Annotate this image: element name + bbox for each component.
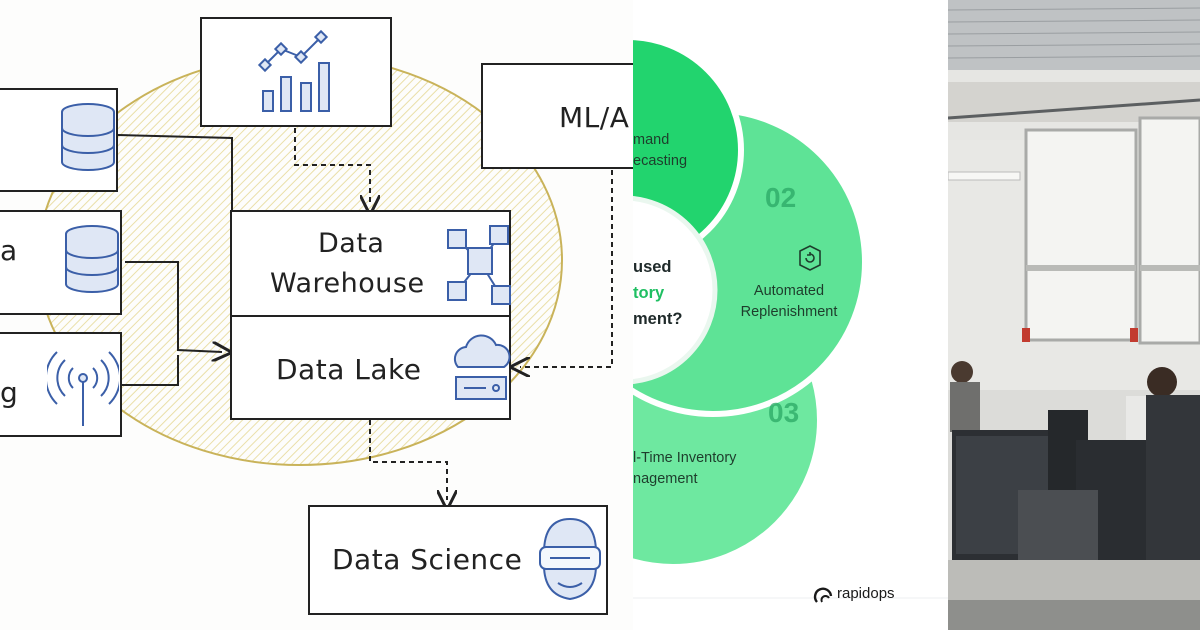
inventory-infographic: mand ecasting 02 Automated Replenishment… (633, 0, 948, 630)
source-box-2: a (0, 210, 122, 315)
source-label-2: a (0, 234, 18, 267)
petal-3-text: l-Time Inventory nagement (633, 450, 737, 487)
warehouse-label-line2: Warehouse (270, 268, 425, 299)
source-label-3: g (0, 376, 19, 409)
antenna-icon (47, 351, 119, 426)
data-lake-label: Data Lake (276, 353, 422, 386)
data-architecture-diagram: a g (0, 17, 633, 615)
vr-headset-person-icon (539, 517, 601, 601)
petal-graphic (633, 34, 948, 599)
data-science-box: Data Science (308, 505, 608, 615)
cubes-icon (447, 225, 511, 305)
rapidops-logo-icon (813, 587, 833, 603)
bi-box (200, 17, 392, 127)
ml-box: ML/A (481, 63, 633, 169)
computer-lab-photo-illustration (948, 0, 1200, 630)
petal-3-number: 03 (768, 397, 800, 428)
source-box-3: g (0, 332, 122, 437)
petal-1-text: mand ecasting (633, 132, 688, 169)
replenish-icon (799, 245, 821, 271)
center-circle (633, 196, 718, 384)
computer-lab-photo (948, 0, 1200, 630)
database-icon (61, 103, 115, 171)
bar-chart-icon (257, 29, 330, 112)
cloud-server-icon (453, 334, 511, 400)
center-question: used tory ment? (633, 258, 683, 328)
database-icon (65, 225, 119, 293)
data-science-label: Data Science (332, 543, 523, 576)
source-box-1 (0, 88, 118, 192)
petal-2-text: Automated Replenishment (740, 283, 838, 320)
warehouse-label-line1: Data (318, 228, 385, 259)
petal-2-number: 02 (765, 182, 797, 213)
data-warehouse-box: Data Warehouse (230, 210, 511, 317)
ml-box-label: ML/A (559, 101, 630, 134)
data-lake-box: Data Lake (230, 315, 511, 420)
brand-name: rapidops (837, 585, 895, 602)
